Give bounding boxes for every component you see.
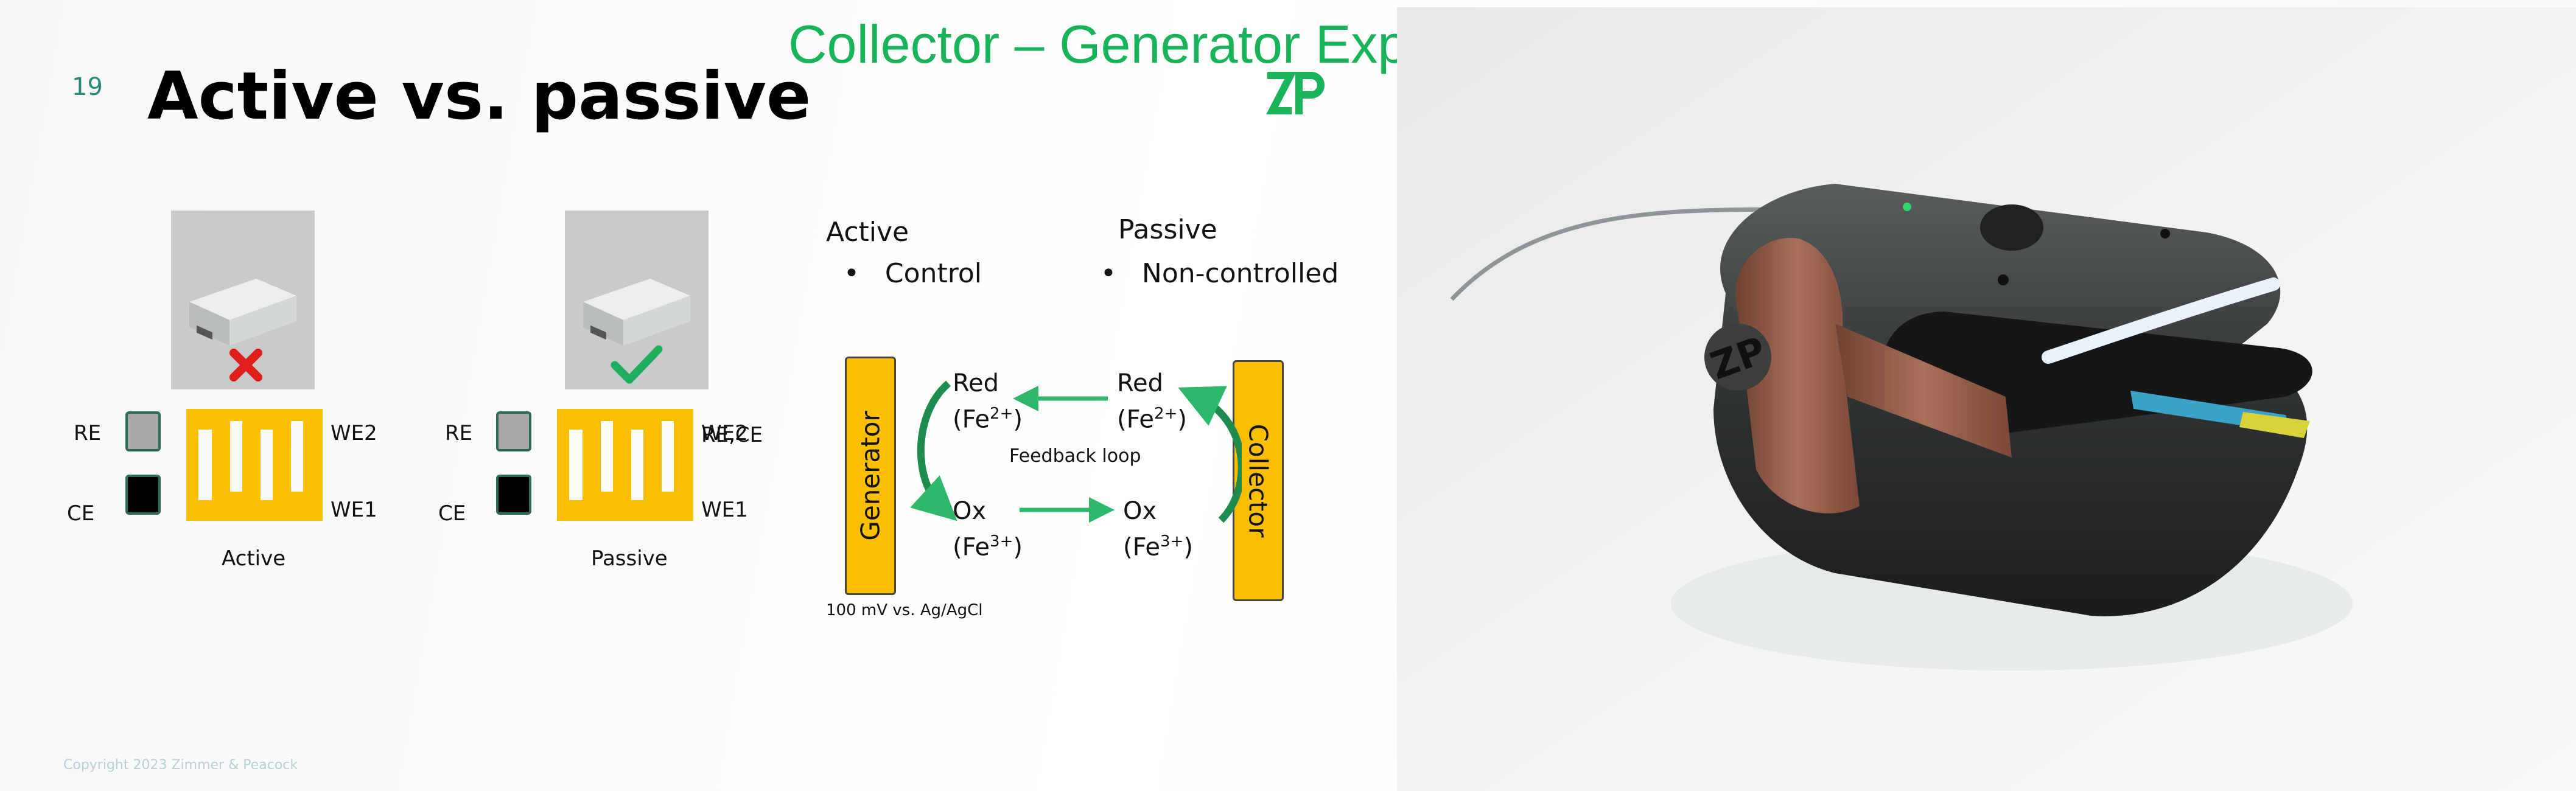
reference-electrode (496, 411, 531, 451)
counter-electrode (496, 475, 531, 515)
panel-caption-passive: Passive (591, 546, 668, 571)
bullet-heading-passive: Passive (1118, 214, 1217, 245)
label-we1: WE1 (331, 498, 377, 522)
bullet-text: Control (884, 258, 982, 289)
potential-note: 100 mV vs. Ag/AgCl (826, 601, 983, 619)
label-we2-overlap: RE,CE (701, 423, 763, 447)
counter-electrode (125, 475, 161, 515)
device-thumbnail-active (171, 211, 315, 389)
species-name: Ox (953, 497, 987, 525)
page-number: 19 (72, 73, 103, 101)
reference-electrode (125, 411, 161, 451)
zp-logo (1266, 72, 1325, 114)
label-ce: CE (67, 501, 95, 526)
collector-label: Collector (1243, 423, 1273, 538)
label-re: RE (445, 421, 473, 445)
label-we2: WE2 (701, 421, 748, 445)
label-re: RE (74, 421, 102, 445)
label-ce: CE (438, 501, 466, 526)
bullet-heading-active: Active (826, 217, 909, 248)
device-thumbnail-passive (565, 211, 709, 389)
species-formula: (Fe2+) (1117, 405, 1187, 434)
species-ox-right: Ox (Fe3+) (1123, 496, 1193, 562)
species-formula: (Fe3+) (953, 532, 1023, 562)
footer-copyright: Copyright 2023 Zimmer & Peacock (63, 758, 298, 773)
bullet-text: Non-controlled (1141, 258, 1339, 289)
bullet-item-active: • Control (844, 258, 982, 289)
interdigitated-electrode-active (186, 409, 323, 521)
bullet-item-passive: • Non-controlled (1101, 258, 1339, 289)
generator-electrode: Generator (845, 357, 896, 595)
cross-icon (229, 349, 262, 382)
panel-caption-active: Active (222, 546, 286, 571)
feedback-arrows (910, 380, 1242, 523)
slide-title: Active vs. passive (147, 58, 811, 134)
species-name: Red (1117, 369, 1163, 397)
feedback-loop-label: Feedback loop (1009, 445, 1141, 467)
species-ox-left: Ox (Fe3+) (953, 496, 1023, 562)
device-photo: ZP (1397, 7, 2576, 791)
species-red-right: Red (Fe2+) (1117, 368, 1187, 434)
arrow-generator-curve (910, 380, 957, 521)
label-we1: WE1 (701, 498, 748, 522)
species-red-left: Red (Fe2+) (953, 368, 1023, 434)
arrow-collector-curve (1178, 386, 1242, 523)
check-icon (611, 345, 663, 384)
interdigitated-electrode-passive (557, 409, 693, 521)
species-name: Ox (1123, 497, 1157, 525)
generator-label: Generator (855, 411, 886, 541)
species-formula: (Fe2+) (953, 405, 1023, 434)
label-we2: WE2 (331, 421, 377, 445)
species-name: Red (953, 369, 999, 397)
species-formula: (Fe3+) (1123, 532, 1193, 562)
